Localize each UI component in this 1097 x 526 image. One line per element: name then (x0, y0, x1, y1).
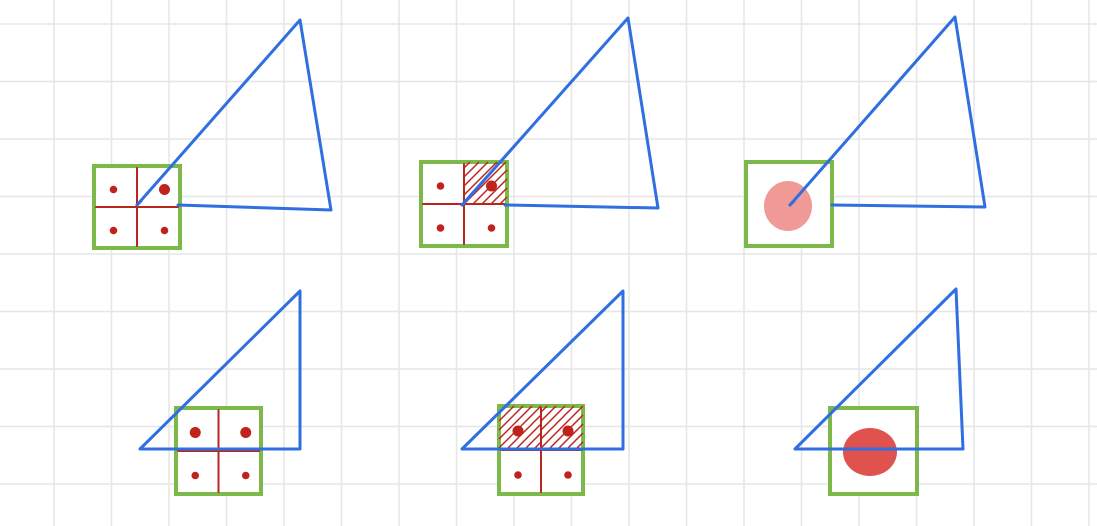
sample-point-outside (514, 471, 522, 479)
panel-top-middle (419, 16, 660, 248)
panel-bottom-right (793, 287, 965, 496)
sample-point-outside (436, 224, 445, 232)
triangle-outline (135, 18, 333, 212)
sample-point-outside (109, 185, 118, 194)
triangle-outline (793, 287, 965, 451)
triangle-corner (788, 199, 796, 207)
sample-point-inside (189, 427, 201, 438)
triangle-corner (135, 199, 143, 207)
sample-point-outside (191, 471, 200, 480)
sample-point-inside (512, 425, 524, 437)
sample-point-outside (109, 226, 118, 235)
sample-point-outside (487, 224, 496, 232)
resolved-color-blob (843, 428, 897, 476)
sample-point-outside (160, 226, 169, 235)
triangle-outline (460, 16, 660, 210)
triangle-corner (460, 199, 468, 207)
panel-top-left (92, 18, 333, 250)
sample-point-outside (436, 182, 445, 190)
sample-point-outside (241, 471, 250, 480)
sample-point-inside (486, 180, 497, 192)
panels (92, 15, 987, 496)
panel-top-right (744, 15, 987, 248)
covered-subsample-hatch (498, 405, 542, 451)
triangle-outline (460, 289, 625, 451)
sample-point-inside (240, 427, 252, 438)
sample-point-inside (159, 184, 170, 195)
panel-bottom-middle (460, 289, 625, 496)
triangle-outline (138, 289, 302, 451)
sample-point-outside (564, 471, 572, 479)
sample-point-inside (562, 425, 574, 437)
triangle-outline (788, 15, 987, 209)
panel-bottom-left (138, 289, 302, 496)
